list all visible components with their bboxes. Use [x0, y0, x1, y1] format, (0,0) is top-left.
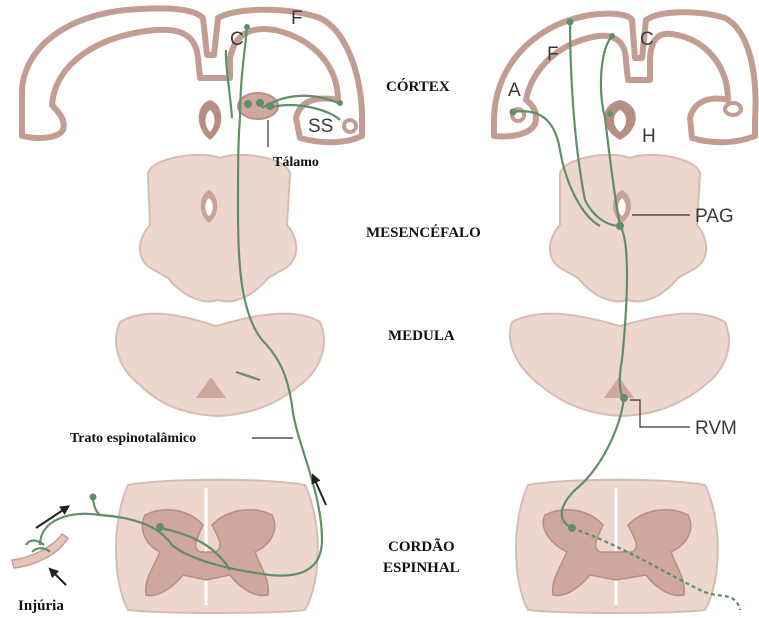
arrow-icon: [52, 571, 66, 585]
left-spinal-cord: [116, 480, 318, 613]
right-panel: F C A H PAG RVM: [494, 12, 756, 613]
label-left-f: F: [291, 8, 303, 29]
right-ventricle: [604, 100, 636, 140]
label-left-ss: SS: [308, 116, 333, 137]
label-rvm: RVM: [695, 418, 737, 439]
left-panel: F C SS Tálamo Trato espinotalâmico Injúr…: [12, 8, 362, 614]
label-tract: Trato espinotalâmico: [70, 431, 196, 446]
level-medulla: MEDULA: [388, 328, 455, 344]
level-spinal-2: ESPINHAL: [383, 560, 460, 576]
level-spinal-1: CORDÃO: [388, 537, 455, 555]
right-spinal-cord: [516, 480, 718, 613]
label-right-a: A: [508, 80, 521, 101]
left-medulla: [116, 314, 324, 416]
left-midbrain: [140, 155, 296, 301]
label-pag: PAG: [695, 206, 734, 227]
label-injury: Injúria: [18, 598, 64, 614]
right-medulla: [510, 314, 729, 416]
left-ventricle: [199, 100, 222, 140]
label-right-h: H: [642, 126, 656, 147]
label-thalamus: Tálamo: [273, 155, 319, 170]
label-left-c: C: [230, 29, 244, 50]
label-right-f: F: [547, 44, 559, 65]
level-labels: CÓRTEX MESENCÉFALO MEDULA CORDÃO ESPINHA…: [366, 78, 481, 576]
level-midbrain: MESENCÉFALO: [366, 224, 481, 241]
label-right-c: C: [640, 29, 654, 50]
level-cortex: CÓRTEX: [386, 78, 450, 95]
